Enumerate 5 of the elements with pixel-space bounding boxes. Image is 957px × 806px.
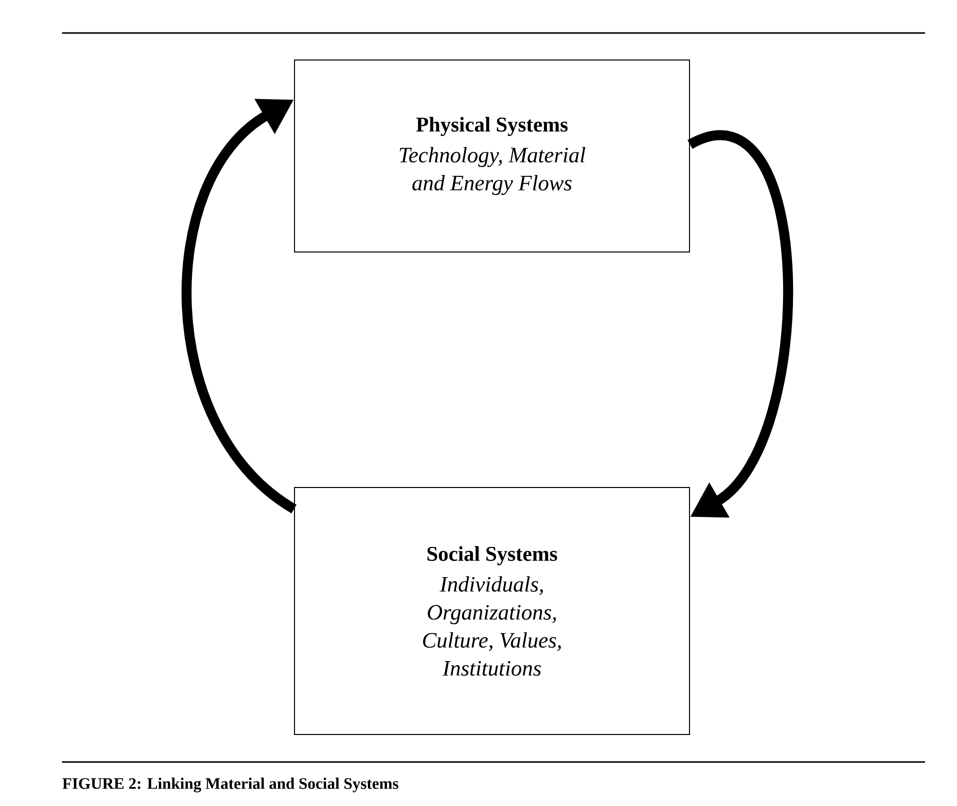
system-box: Physical Systems Technology, Material and Energy Flows (294, 60, 690, 252)
system-box: Social Systems Individuals, Organizations, Culture, Values, Institutions (294, 487, 690, 735)
figure-caption: FIGURE 2: Linking Material and Social Systems (62, 778, 398, 792)
curved-arrow (688, 130, 793, 518)
curved-arrow (182, 98, 297, 514)
